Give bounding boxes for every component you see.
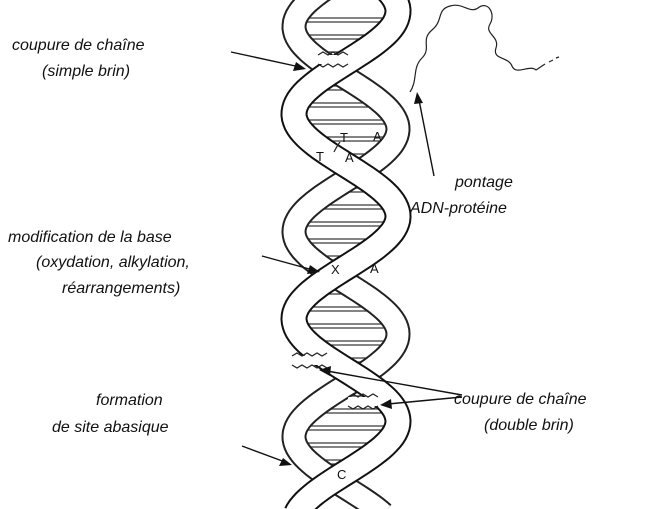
base-pair-rung bbox=[301, 222, 390, 226]
label-base-mod-1: modification de la base bbox=[8, 229, 172, 246]
arrow-crosslink bbox=[414, 92, 434, 176]
label-abasic-1: formation bbox=[96, 392, 163, 409]
base-pair-rung bbox=[302, 120, 391, 124]
base-t-upper: T bbox=[340, 130, 348, 145]
base-x-modified: X bbox=[331, 262, 340, 277]
base-t-lower: T bbox=[316, 149, 324, 164]
label-double-break-2: (double brin) bbox=[484, 417, 574, 434]
base-pair-rung bbox=[302, 426, 391, 430]
base-a-pair: A bbox=[370, 261, 379, 276]
label-double-break-1: coupure de chaîne bbox=[454, 391, 587, 408]
label-crosslink-2: ADN-protéine bbox=[409, 200, 507, 217]
label-crosslink-1: pontage bbox=[454, 174, 513, 191]
label-abasic-2: de site abasique bbox=[52, 419, 169, 436]
label-single-break-1: coupure de chaîne bbox=[12, 37, 145, 54]
base-pair-rung bbox=[301, 324, 390, 328]
base-a-upper: A bbox=[373, 129, 382, 144]
label-base-mod-3: réarrangements) bbox=[62, 280, 180, 297]
protein-chain-squiggle bbox=[410, 5, 545, 92]
label-single-break-2: (simple brin) bbox=[42, 63, 130, 80]
base-pair-rung bbox=[301, 18, 390, 22]
base-c: C bbox=[337, 467, 346, 482]
base-a-lower: A bbox=[345, 150, 354, 165]
label-base-mod-2: (oxydation, alkylation, bbox=[36, 254, 190, 271]
protein-chain-dash bbox=[549, 57, 559, 62]
